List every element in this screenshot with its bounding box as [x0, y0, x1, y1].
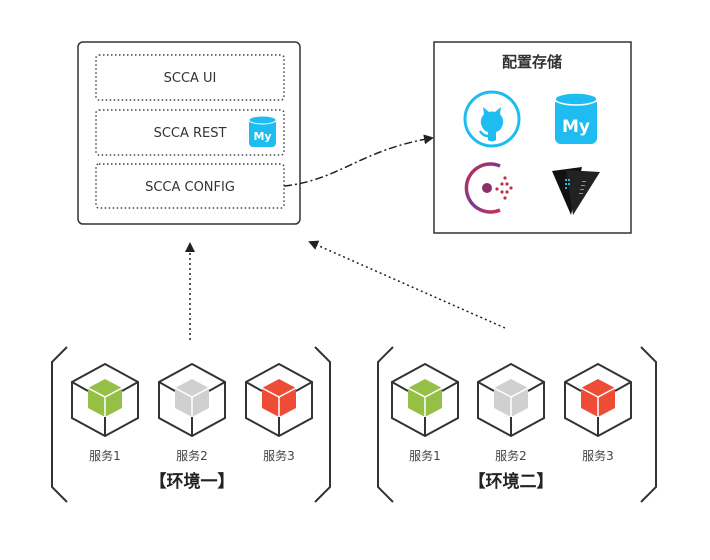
- right-bracket: [314, 346, 331, 503]
- scca-server-box: SCCA UI SCCA REST My SCCA CONFIG: [77, 41, 301, 225]
- environment-title: 【环境一】: [150, 471, 235, 492]
- service-label: 服务2: [176, 448, 208, 463]
- environment-1: 服务1 服务2 服务3 【环境一】: [51, 346, 331, 503]
- mysql-icon: My: [248, 115, 277, 147]
- config-to-storage-connector: [283, 134, 434, 187]
- module-label: SCCA CONFIG: [145, 180, 235, 195]
- environment-title: 【环境二】: [469, 471, 554, 492]
- service-2: 服务2: [158, 362, 226, 463]
- service-label: 服务3: [263, 448, 295, 463]
- module-scca-rest: SCCA REST My: [95, 109, 285, 156]
- service-label: 服务2: [495, 448, 527, 463]
- storage-title: 配置存储: [502, 53, 562, 71]
- github-icon: [463, 90, 521, 148]
- service-2: 服务2: [477, 362, 545, 463]
- mysql-icon: My: [554, 92, 598, 144]
- service-3: 服务3: [564, 362, 632, 463]
- service-cube-icon: [245, 362, 313, 438]
- service-1: 服务1: [71, 362, 139, 463]
- vault-icon: [552, 167, 600, 215]
- module-scca-ui: SCCA UI: [95, 54, 285, 101]
- service-cube-icon: [71, 362, 139, 438]
- service-cube-icon: [564, 362, 632, 438]
- service-label: 服务3: [582, 448, 614, 463]
- module-scca-config: SCCA CONFIG: [95, 163, 285, 209]
- config-storage-box: 配置存储 My: [433, 41, 632, 234]
- service-label: 服务1: [409, 448, 441, 463]
- env2-to-scca-connector: [308, 240, 506, 329]
- right-bracket: [640, 346, 657, 503]
- service-cube-icon: [391, 362, 459, 438]
- environment-2: 服务1 服务2 服务3 【环境二】: [377, 346, 657, 503]
- svg-text:My: My: [562, 117, 590, 137]
- service-cube-icon: [477, 362, 545, 438]
- service-3: 服务3: [245, 362, 313, 463]
- service-cube-icon: [158, 362, 226, 438]
- service-1: 服务1: [391, 362, 459, 463]
- consul-icon: [464, 162, 513, 214]
- module-label: SCCA REST: [154, 126, 227, 141]
- module-label: SCCA UI: [164, 71, 217, 86]
- service-label: 服务1: [89, 448, 121, 463]
- left-bracket: [377, 346, 394, 503]
- svg-text:My: My: [253, 130, 271, 143]
- left-bracket: [51, 346, 68, 503]
